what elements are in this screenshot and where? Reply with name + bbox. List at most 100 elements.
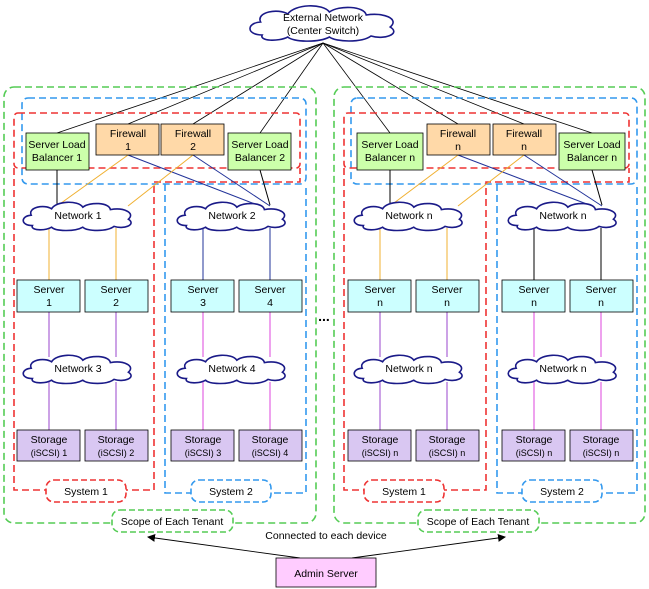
svg-text:4: 4	[267, 297, 273, 309]
network-cloud-d: Network n	[507, 354, 618, 385]
server-load-balancer-a: Server Load Balancer n	[356, 132, 424, 171]
svg-text:n: n	[531, 297, 537, 309]
storage-box: Storage (iSCSI) 3	[170, 429, 235, 462]
system1-frame-top	[343, 112, 630, 169]
svg-text:(iSCSI) 3: (iSCSI) 3	[185, 448, 222, 458]
svg-text:System 1: System 1	[382, 486, 426, 498]
firewall-a: Firewall n	[426, 123, 491, 156]
admin-server-box: Admin Server	[275, 557, 377, 588]
svg-text:Network n: Network n	[539, 210, 586, 222]
svg-text:Balancer n: Balancer n	[365, 152, 415, 164]
svg-text:Network n: Network n	[539, 363, 586, 375]
svg-text:Storage: Storage	[252, 434, 289, 446]
svg-text:n: n	[521, 141, 527, 153]
tenant-n: Server Load Balancer n Firewall n Firewa…	[333, 86, 646, 533]
network-cloud-c: Network 3	[22, 354, 133, 385]
server-load-balancer-a: Server Load Balancer 1	[25, 132, 90, 171]
svg-text:Network n: Network n	[385, 210, 432, 222]
svg-text:3: 3	[200, 297, 206, 309]
external-network-label: External Network	[283, 12, 364, 24]
svg-text:Server: Server	[188, 284, 219, 296]
svg-text:Balancer 1: Balancer 1	[32, 152, 82, 164]
server-box: Server 4	[238, 279, 303, 313]
server-box: Server n	[415, 279, 480, 313]
svg-text:(iSCSI) 1: (iSCSI) 1	[31, 448, 68, 458]
svg-text:(iSCSI) n: (iSCSI) n	[362, 448, 399, 458]
svg-text:2: 2	[113, 297, 119, 309]
svg-text:1: 1	[125, 141, 131, 153]
svg-text:Server Load: Server Load	[563, 139, 620, 151]
svg-text:Firewall: Firewall	[110, 128, 146, 140]
svg-text:Storage: Storage	[362, 434, 399, 446]
svg-text:Firewall: Firewall	[175, 128, 211, 140]
network-cloud-b: Network n	[507, 201, 618, 232]
svg-text:Server: Server	[519, 284, 550, 296]
svg-text:Server: Server	[586, 284, 617, 296]
svg-text:Server: Server	[365, 284, 396, 296]
network-cloud-c: Network n	[353, 354, 464, 385]
scope-tag: Scope of Each Tenant	[111, 509, 234, 533]
server-box: Server 2	[84, 279, 149, 313]
server-box: Server 3	[170, 279, 235, 313]
system1-frame-top	[13, 112, 301, 169]
network-cloud-b: Network 2	[176, 201, 287, 232]
svg-text:Scope of Each Tenant: Scope of Each Tenant	[121, 516, 224, 528]
ellipsis-label: ...	[318, 308, 330, 324]
svg-text:Server Load: Server Load	[361, 139, 418, 151]
svg-text:n: n	[444, 297, 450, 309]
storage-box: Storage (iSCSI) n	[347, 429, 412, 462]
firewall-b: Firewall n	[492, 123, 557, 156]
svg-text:Storage: Storage	[185, 434, 222, 446]
network-cloud-a: Network 1	[22, 201, 133, 232]
external-uplinks	[56, 42, 593, 134]
system2-frame-top	[21, 97, 307, 185]
svg-text:Network 2: Network 2	[208, 210, 255, 222]
storage-box: Storage (iSCSI) n	[415, 429, 480, 462]
svg-text:1: 1	[46, 297, 52, 309]
system2-tag: System 2	[521, 479, 603, 503]
scope-tag: Scope of Each Tenant	[417, 509, 540, 533]
system1-tag: System 1	[45, 479, 127, 503]
server-box: Server n	[501, 279, 566, 313]
svg-text:System 1: System 1	[64, 486, 108, 498]
svg-text:Server: Server	[34, 284, 65, 296]
svg-text:(iSCSI) n: (iSCSI) n	[583, 448, 620, 458]
svg-text:Firewall: Firewall	[506, 128, 542, 140]
tenant-1: Server Load Balancer 1 Firewall 1 Firewa…	[3, 86, 317, 533]
svg-text:Storage: Storage	[583, 434, 620, 446]
svg-text:(iSCSI) n: (iSCSI) n	[429, 448, 466, 458]
svg-text:Network 1: Network 1	[54, 210, 101, 222]
connected-label: Connected to each device	[265, 530, 387, 542]
server-box: Server 1	[16, 279, 81, 313]
system2-tag: System 2	[190, 479, 272, 503]
svg-text:Server: Server	[432, 284, 463, 296]
server-load-balancer-b: Server Load Balancer 2	[227, 132, 292, 171]
svg-text:n: n	[598, 297, 604, 309]
svg-text:n: n	[455, 141, 461, 153]
system1-tag: System 1	[363, 479, 445, 503]
storage-box: Storage (iSCSI) n	[569, 429, 634, 462]
external-network-cloud: External Network (Center Switch)	[248, 4, 396, 43]
svg-text:n: n	[377, 297, 383, 309]
svg-text:Firewall: Firewall	[440, 128, 476, 140]
svg-text:Server: Server	[101, 284, 132, 296]
svg-text:Server: Server	[255, 284, 286, 296]
network-cloud-a: Network n	[353, 201, 464, 232]
svg-text:System 2: System 2	[540, 486, 584, 498]
server-load-balancer-b: Server Load Balancer n	[558, 132, 626, 171]
svg-text:Balancer n: Balancer n	[567, 152, 617, 164]
svg-text:(iSCSI) 2: (iSCSI) 2	[98, 448, 135, 458]
svg-text:(iSCSI) n: (iSCSI) n	[516, 448, 553, 458]
svg-text:Storage: Storage	[429, 434, 466, 446]
center-switch-label: (Center Switch)	[287, 25, 359, 37]
storage-box: Storage (iSCSI) 1	[16, 429, 81, 462]
svg-text:Scope of Each Tenant: Scope of Each Tenant	[427, 516, 530, 528]
svg-text:Network 4: Network 4	[208, 363, 255, 375]
system1-frame	[343, 168, 630, 491]
svg-text:2: 2	[190, 141, 196, 153]
firewall-b: Firewall 2	[160, 123, 225, 156]
svg-text:System 2: System 2	[209, 486, 253, 498]
storage-box: Storage (iSCSI) n	[501, 429, 566, 462]
firewall-a: Firewall 1	[95, 123, 160, 156]
